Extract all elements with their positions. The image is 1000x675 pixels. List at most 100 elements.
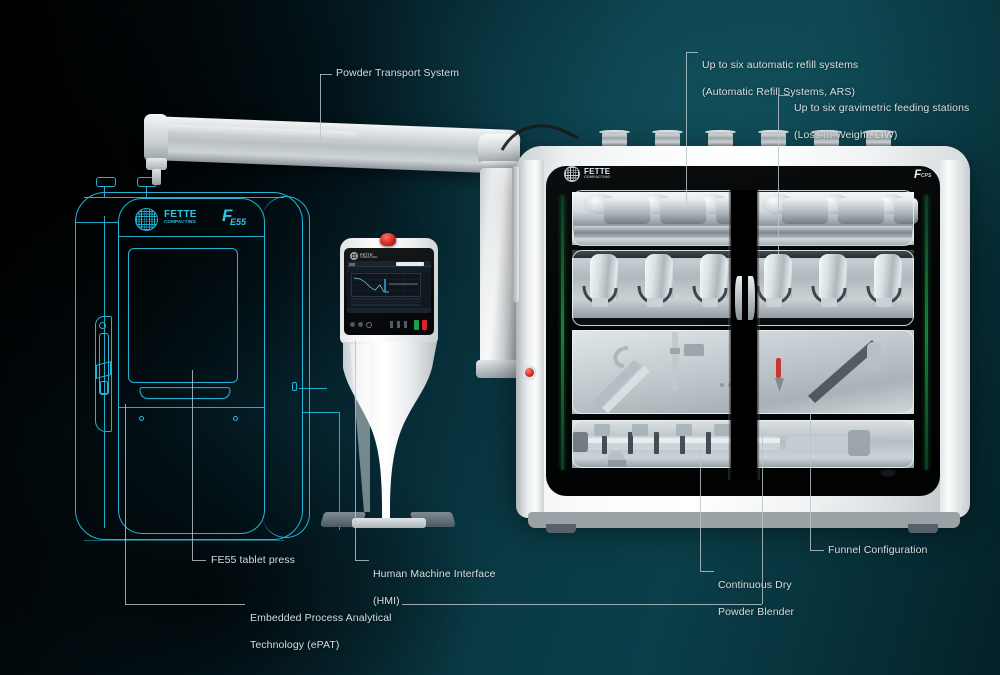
machine-emergency-stop[interactable] xyxy=(525,368,534,377)
leader-epat-left-h xyxy=(125,604,245,605)
callout-blender-line2: Powder Blender xyxy=(718,605,795,618)
machine-door-edge-left xyxy=(728,190,732,480)
transport-cable-icon xyxy=(500,124,579,151)
hmi-toolbar xyxy=(347,261,431,267)
machine-right-pillar xyxy=(940,160,970,518)
funnel-5 xyxy=(811,130,842,146)
door-seal-right xyxy=(748,276,755,320)
press-outer-shell xyxy=(75,192,303,540)
callout-embedded-process-analytical-technology: Embedded Process Analytical Technology (… xyxy=(250,598,450,666)
liw-hopper-5 xyxy=(819,254,847,300)
press-feed-stem-right xyxy=(146,187,148,197)
liw-feeder-outlets xyxy=(582,286,902,307)
callout-liw-line2: (Loss-in-Weight, LIW) xyxy=(794,128,898,141)
funnel-1 xyxy=(599,130,630,146)
door-lock-icon xyxy=(99,322,106,329)
press-side-connector xyxy=(299,388,327,390)
machine-brand-fette: FETTE xyxy=(584,167,611,176)
liw-hopper-2 xyxy=(645,254,673,300)
callout-hmi-line2: (HMI) xyxy=(373,594,400,607)
hmi-play-button[interactable] xyxy=(350,322,355,327)
callout-automatic-refill-systems: Up to six automatic refill systems (Auto… xyxy=(702,45,962,113)
machine-door-gap[interactable] xyxy=(731,190,757,480)
hmi-indicator-red xyxy=(422,320,427,330)
machine-cps-mark: F xyxy=(914,167,922,181)
door-handle[interactable] xyxy=(95,316,112,432)
leader-powder-transport-v xyxy=(320,74,321,140)
press-header-divider xyxy=(119,236,264,238)
leader-blender-v xyxy=(700,450,701,571)
liw-hopper-1 xyxy=(590,254,618,300)
transport-elbow-ring xyxy=(479,161,519,170)
interior-light-right xyxy=(925,195,928,470)
press-brand-compacting: COMPACTING xyxy=(164,219,197,224)
hmi-function-key-1[interactable] xyxy=(390,321,393,328)
funnel-3 xyxy=(705,130,736,146)
liw-hopper-6 xyxy=(874,254,902,300)
ars-cylinder-5 xyxy=(838,198,884,224)
machine-cps-sub: CPS xyxy=(921,173,932,179)
hmi-status-bar xyxy=(347,308,431,313)
hmi-screen[interactable] xyxy=(347,261,431,313)
leader-epat-left-v xyxy=(125,404,126,604)
hmi-logo-text: FETTE xyxy=(360,252,373,257)
hmi-trend-chart xyxy=(351,273,421,297)
interior-light-left xyxy=(561,195,564,470)
hmi-function-key-3[interactable] xyxy=(404,321,407,328)
hmi-search-input[interactable] xyxy=(396,262,424,266)
press-top-edge xyxy=(84,197,284,199)
hmi-button-row[interactable] xyxy=(350,320,430,330)
hmi-function-key-2[interactable] xyxy=(397,321,400,328)
funnel-2 xyxy=(652,130,683,146)
leader-epat-right-h xyxy=(402,604,762,605)
blender-discharge-port xyxy=(880,468,896,477)
hmi-pause-button[interactable] xyxy=(358,322,363,327)
press-left-edge xyxy=(104,216,106,528)
press-side-panel xyxy=(262,196,310,538)
press-feed-stem-left xyxy=(104,187,106,197)
inspection-window[interactable] xyxy=(128,248,238,383)
press-to-hmi-link-h xyxy=(303,412,339,414)
callout-powder-transport-system: Powder Transport System xyxy=(336,67,460,79)
ars-cylinder-2 xyxy=(660,198,706,224)
transport-nozzle xyxy=(152,169,161,185)
leader-hmi-v xyxy=(355,340,356,560)
press-side-port xyxy=(292,382,297,391)
machine-logo-icon xyxy=(564,166,580,182)
leader-press-h xyxy=(192,560,206,561)
machine-door-edge-right xyxy=(756,190,760,480)
fette-globe-grid-icon xyxy=(135,208,158,231)
leader-blender-h xyxy=(700,571,714,572)
ars-cylinder-6 xyxy=(894,198,918,224)
hmi-stop-button[interactable] xyxy=(366,322,372,328)
press-fastener-right xyxy=(233,416,238,421)
machine-left-antenna xyxy=(512,166,519,302)
leader-funnel-v xyxy=(810,398,811,550)
door-seal-left xyxy=(735,276,742,320)
callout-ars-line1: Up to six automatic refill systems xyxy=(702,58,859,71)
press-midline xyxy=(119,407,264,409)
emergency-stop-button[interactable] xyxy=(380,233,396,246)
press-feed-port-left xyxy=(96,177,116,187)
machine-foot-left xyxy=(546,524,576,533)
leader-liw-h xyxy=(778,95,790,96)
transport-column-foot xyxy=(476,360,522,378)
hmi-foot-bridge xyxy=(352,518,426,528)
hmi-ribbon xyxy=(347,267,431,272)
callout-funnel-configuration: Funnel Configuration xyxy=(828,544,928,556)
transport-column xyxy=(480,168,518,368)
leader-funnel-h xyxy=(810,550,824,551)
hmi-logo-icon xyxy=(350,252,358,260)
press-front-panel xyxy=(118,198,265,534)
hmi-menu-icon[interactable] xyxy=(349,262,355,266)
callout-human-machine-interface: Human Machine Interface (HMI) xyxy=(373,554,553,622)
leader-ars-v xyxy=(686,52,687,204)
leader-press-v xyxy=(192,370,193,560)
press-fastener-left xyxy=(139,416,144,421)
transport-head xyxy=(144,114,168,162)
